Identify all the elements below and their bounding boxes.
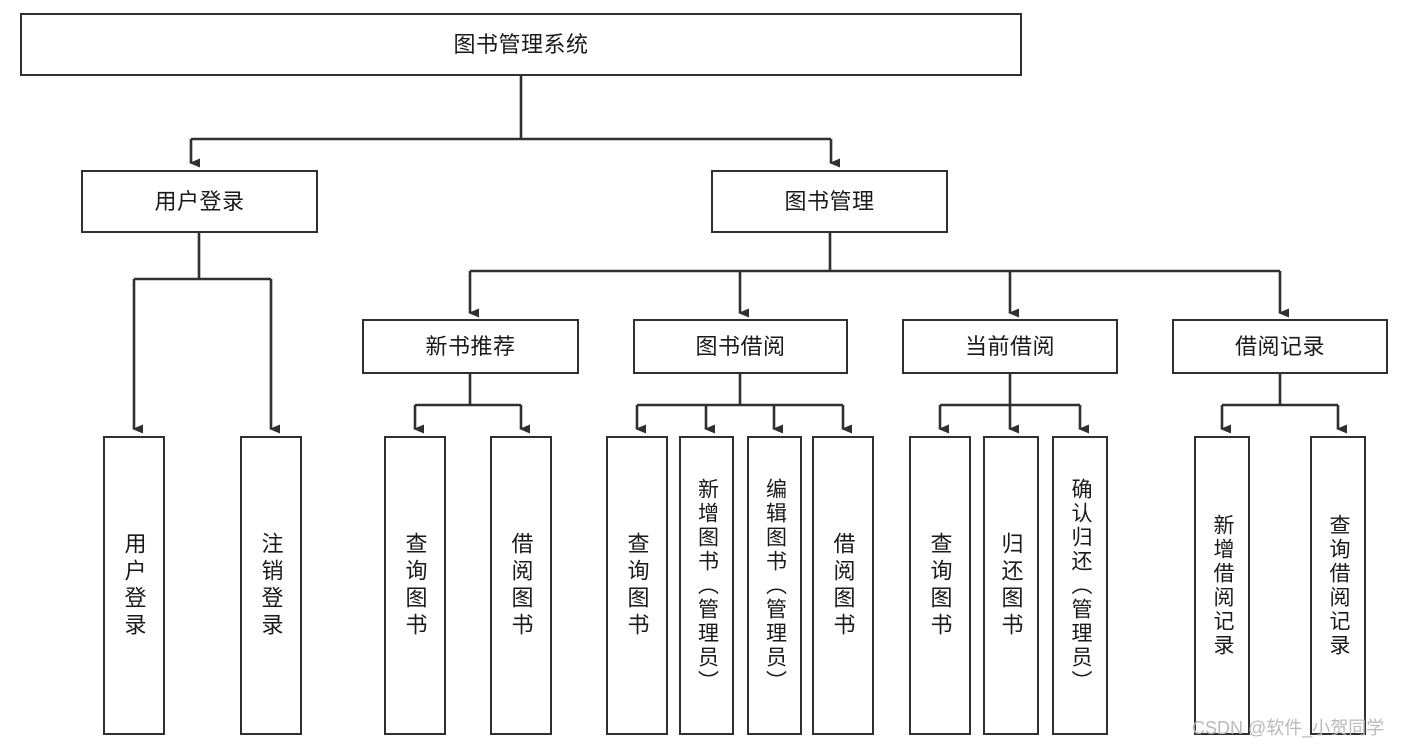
node-leaf-add-borrow-record[interactable]: 新增借阅记录 xyxy=(1194,436,1250,735)
node-leaf-edit-book-admin-label: 编辑图书（管理员） xyxy=(763,477,787,694)
node-leaf-add-book-admin[interactable]: 新增图书（管理员） xyxy=(679,436,734,735)
node-current-borrow-label: 当前借阅 xyxy=(964,333,1055,359)
node-leaf-query-book-borrow-label: 查询图书 xyxy=(624,531,650,640)
node-leaf-query-book-current-label: 查询图书 xyxy=(927,531,953,640)
node-leaf-return-book[interactable]: 归还图书 xyxy=(983,436,1039,735)
node-borrow-record[interactable]: 借阅记录 xyxy=(1172,319,1388,374)
node-new-book-rec[interactable]: 新书推荐 xyxy=(362,319,579,374)
node-new-book-rec-label: 新书推荐 xyxy=(425,333,516,359)
node-leaf-edit-book-admin[interactable]: 编辑图书（管理员） xyxy=(747,436,802,735)
node-leaf-return-book-label: 归还图书 xyxy=(998,531,1024,640)
node-leaf-borrow-book-borrow[interactable]: 借阅图书 xyxy=(812,436,874,735)
node-leaf-query-book-borrow[interactable]: 查询图书 xyxy=(606,436,668,735)
node-book-borrow[interactable]: 图书借阅 xyxy=(633,319,848,374)
node-book-borrow-label: 图书借阅 xyxy=(695,333,786,359)
node-book-mgmt-label: 图书管理 xyxy=(784,188,875,214)
node-leaf-logout[interactable]: 注销登录 xyxy=(240,436,302,735)
node-leaf-user-login[interactable]: 用户登录 xyxy=(103,436,165,735)
node-user-login[interactable]: 用户登录 xyxy=(81,170,318,233)
node-leaf-query-book-rec[interactable]: 查询图书 xyxy=(384,436,446,735)
node-leaf-query-book-rec-label: 查询图书 xyxy=(402,531,428,640)
node-borrow-record-label: 借阅记录 xyxy=(1234,333,1325,359)
node-leaf-query-borrow-record-label: 查询借阅记录 xyxy=(1327,513,1351,658)
node-leaf-borrow-book-rec-label: 借阅图书 xyxy=(508,531,534,640)
node-user-login-label: 用户登录 xyxy=(154,188,245,214)
node-leaf-borrow-book-borrow-label: 借阅图书 xyxy=(830,531,856,640)
node-leaf-add-borrow-record-label: 新增借阅记录 xyxy=(1211,513,1235,658)
node-leaf-confirm-return-admin-label: 确认归还（管理员） xyxy=(1069,477,1093,694)
node-leaf-add-book-admin-label: 新增图书（管理员） xyxy=(695,477,719,694)
node-leaf-user-login-label: 用户登录 xyxy=(121,531,147,640)
node-leaf-confirm-return-admin[interactable]: 确认归还（管理员） xyxy=(1052,436,1108,735)
node-root-label: 图书管理系统 xyxy=(453,31,589,57)
node-leaf-query-book-current[interactable]: 查询图书 xyxy=(909,436,971,735)
node-root[interactable]: 图书管理系统 xyxy=(20,13,1022,76)
node-current-borrow[interactable]: 当前借阅 xyxy=(902,319,1118,374)
node-leaf-borrow-book-rec[interactable]: 借阅图书 xyxy=(490,436,552,735)
node-book-mgmt[interactable]: 图书管理 xyxy=(711,170,948,233)
node-leaf-logout-label: 注销登录 xyxy=(258,531,284,640)
node-leaf-query-borrow-record[interactable]: 查询借阅记录 xyxy=(1310,436,1366,735)
watermark: CSDN @软件_小贺同学 xyxy=(1192,718,1385,738)
